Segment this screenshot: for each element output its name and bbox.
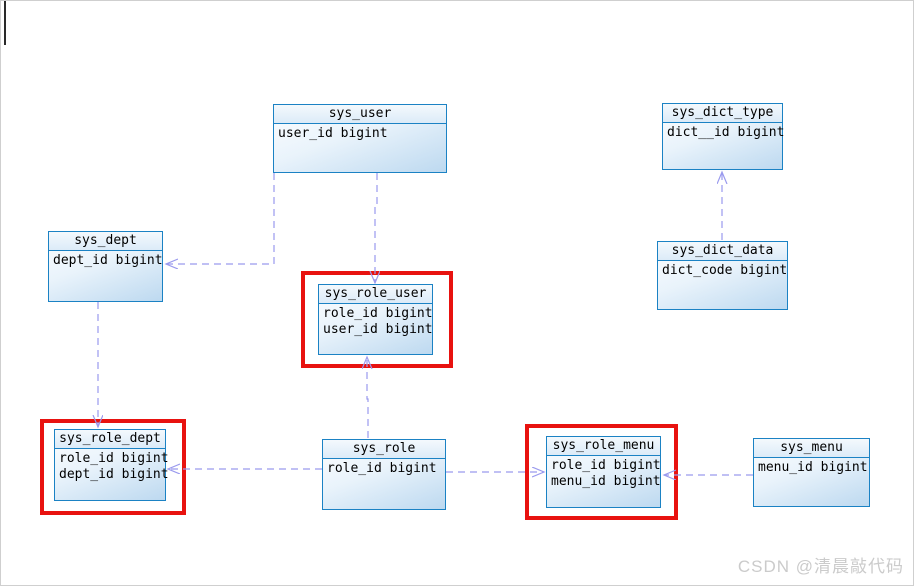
table-columns-sys_menu: menu_id bigint [754,458,869,476]
column-row: role_id bigint [59,451,169,466]
table-name-sys_role_user: sys_role_user [319,285,432,304]
table-name-sys_menu: sys_menu [754,439,869,458]
table-sys_role[interactable]: sys_role role_id bigint [322,439,446,510]
table-columns-sys_user: user_id bigint [274,124,446,142]
table-sys_dict_data[interactable]: sys_dict_data dict_code bigint [657,241,788,310]
table-columns-sys_dept: dept_id bigint [49,251,163,269]
table-sys_user[interactable]: sys_user user_id bigint [273,104,447,173]
column-row: role_id bigint [327,461,437,476]
watermark: CSDN @清晨敲代码 [737,557,904,576]
column-row: role_id bigint [323,306,433,321]
table-name-sys_dict_data: sys_dict_data [658,242,787,261]
connection-sys_user-to-sys_role_user [375,173,377,283]
highlight-box-sys_role_dept [40,419,186,515]
table-name-sys_dept: sys_dept [49,232,162,251]
screen-edge-artifact [4,1,6,45]
table-sys_dept[interactable]: sys_dept dept_id bigint [48,231,163,302]
table-name-sys_user: sys_user [274,105,446,124]
table-name-sys_role_dept: sys_role_dept [55,430,165,449]
column-row: user_id bigint [323,322,433,337]
column-row: dept_id bigint [53,253,163,268]
table-sys_dict_type[interactable]: sys_dict_type dict__id bigint [662,103,785,170]
column-row: menu_id bigint [758,460,868,475]
table-name-sys_dict_type: sys_dict_type [663,104,782,123]
connection-sys_user-to-sys_dept [166,173,275,264]
column-row: dept_id bigint [59,467,169,482]
column-row: role_id bigint [551,458,661,473]
table-name-sys_role: sys_role [323,440,445,459]
table-sys_menu[interactable]: sys_menu menu_id bigint [753,438,870,507]
table-name-sys_role_menu: sys_role_menu [547,437,660,456]
column-row: dict_code bigint [662,263,788,278]
table-columns-sys_dict_type: dict__id bigint [663,123,785,141]
column-row: menu_id bigint [551,474,661,489]
column-row: dict__id bigint [667,125,785,140]
table-columns-sys_dict_data: dict_code bigint [658,261,787,279]
connection-sys_role-to-sys_role_user [367,357,368,438]
column-row: user_id bigint [278,126,388,141]
table-columns-sys_role: role_id bigint [323,459,445,477]
